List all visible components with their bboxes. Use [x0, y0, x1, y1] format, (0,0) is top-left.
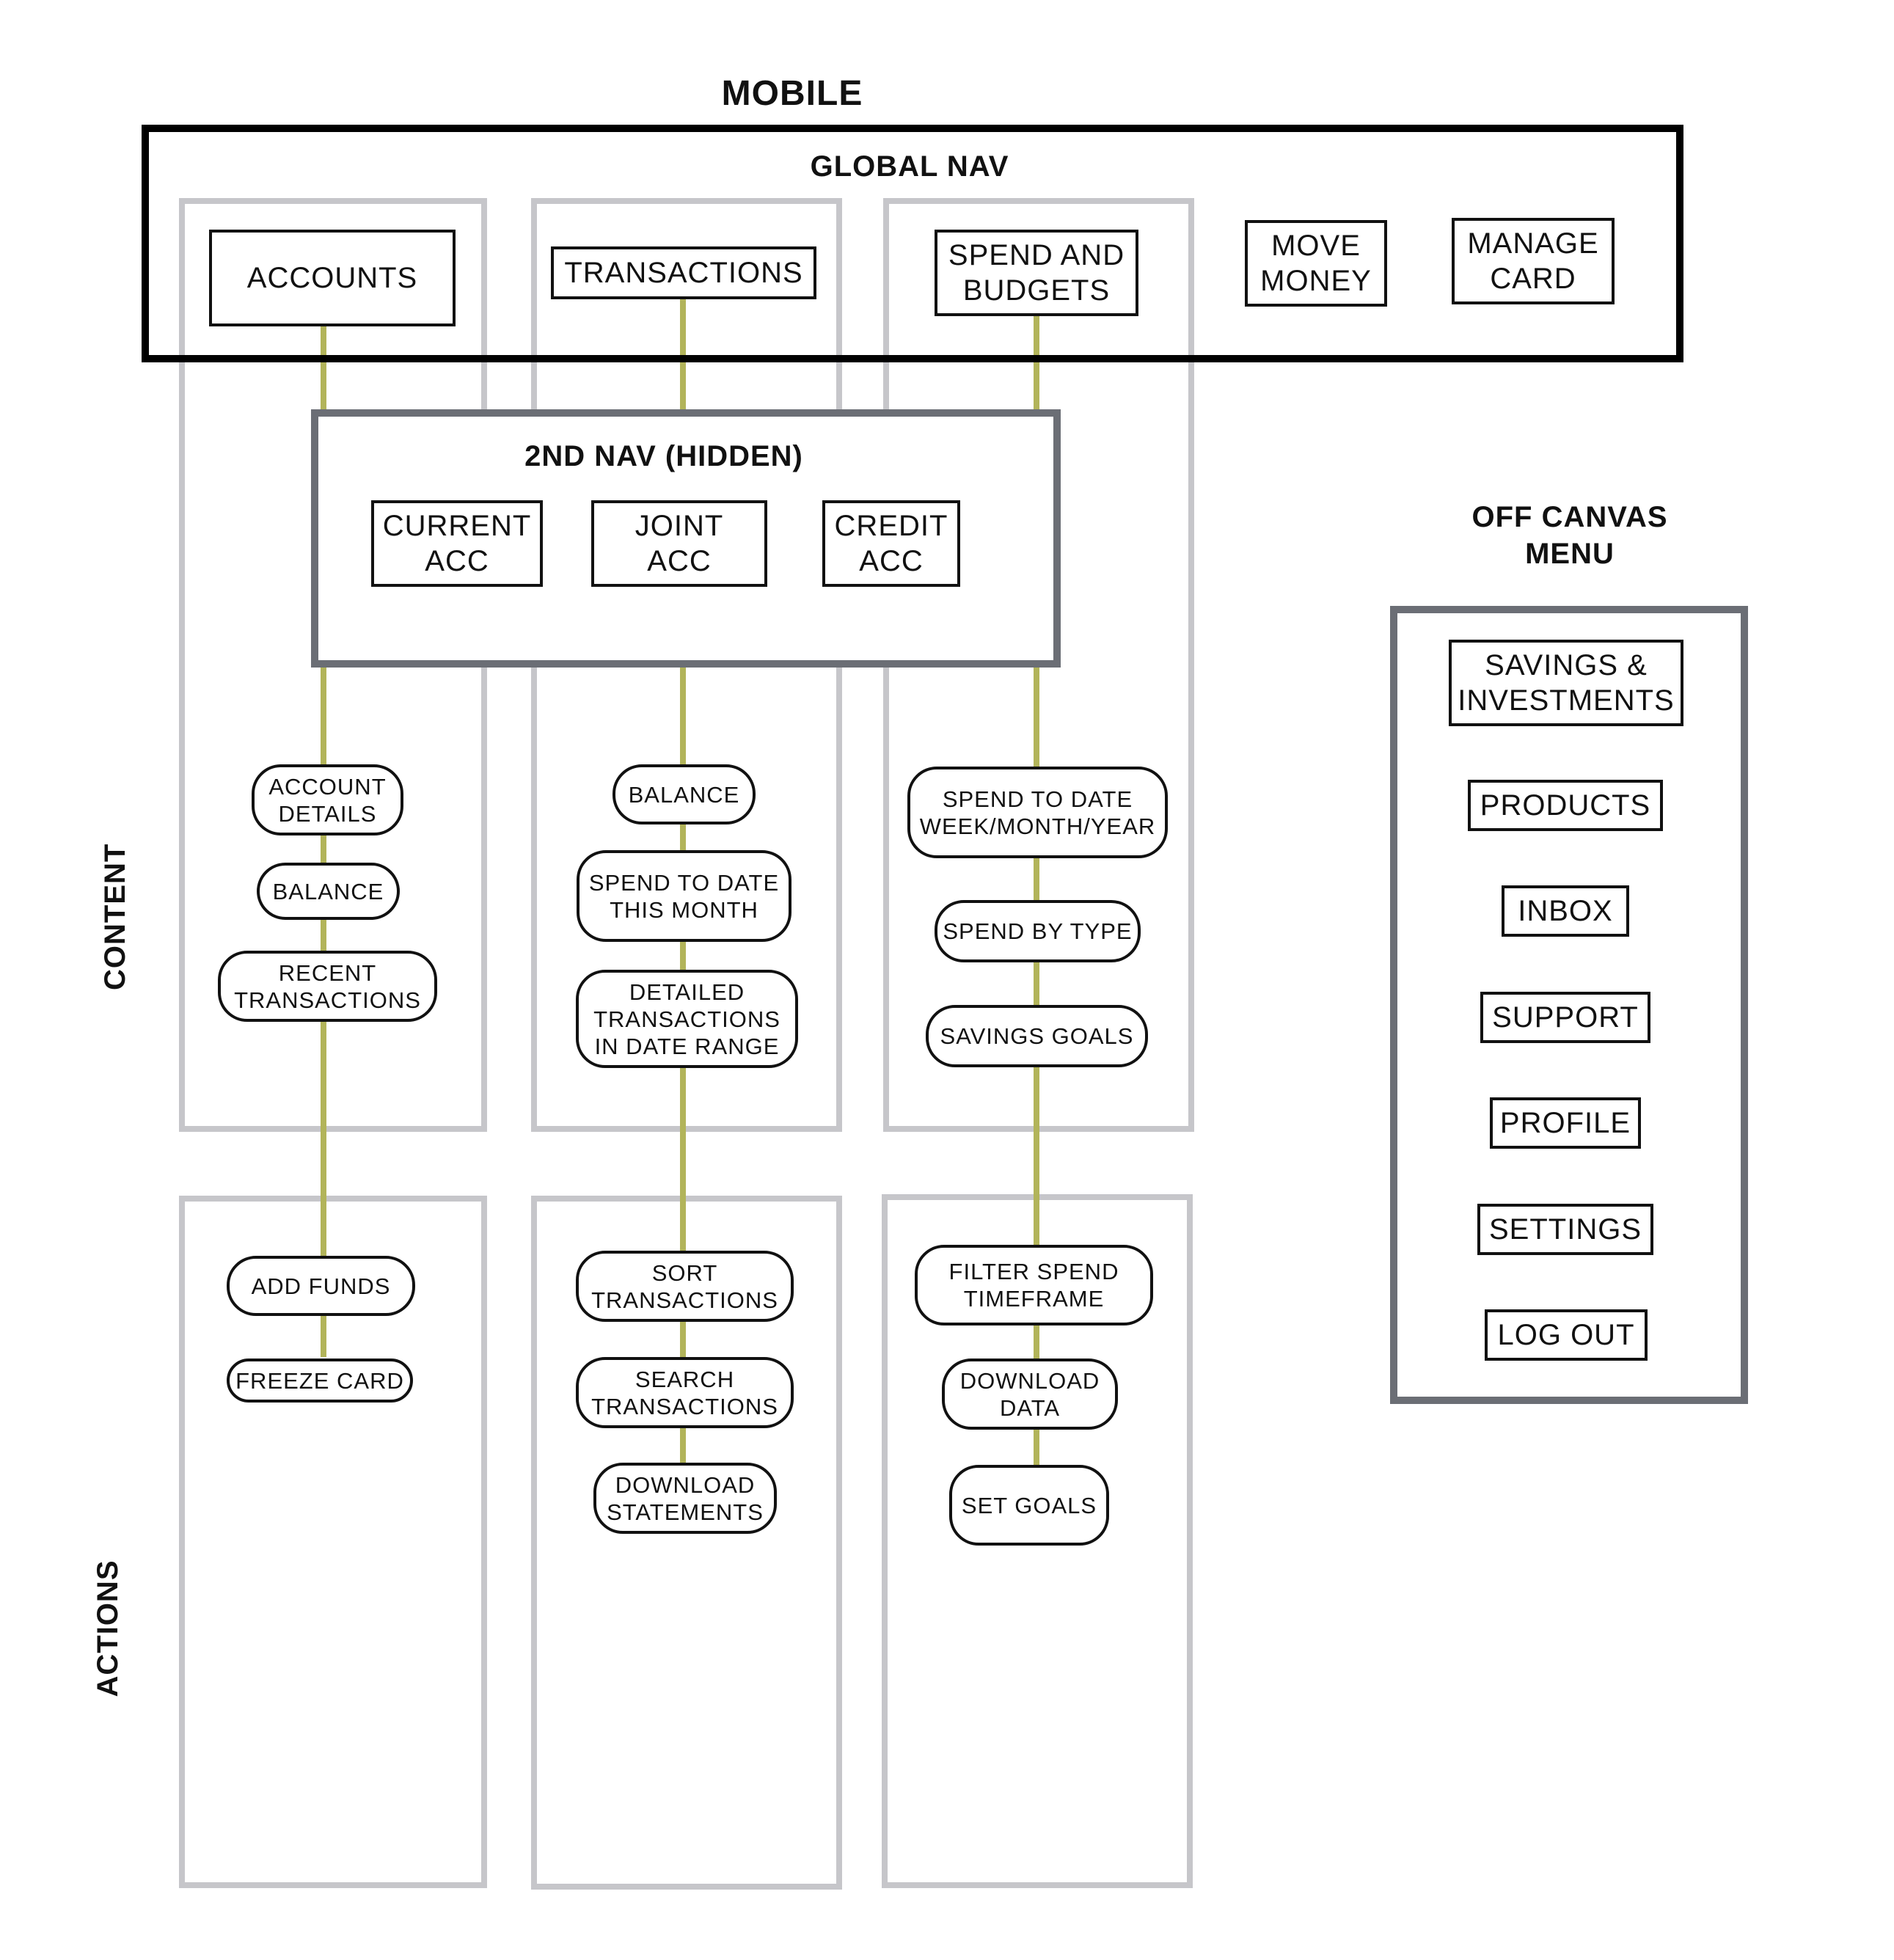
global-nav-frame [142, 125, 1683, 362]
nav-item-manage-card[interactable]: MANAGE CARD [1452, 218, 1615, 304]
set-goals-pill[interactable]: SET GOALS [949, 1465, 1109, 1546]
menu-item-products[interactable]: PRODUCTS [1468, 780, 1663, 831]
spend-by-type-pill[interactable]: SPEND BY TYPE [935, 900, 1141, 962]
balance-pill[interactable]: BALANCE [613, 764, 756, 824]
account-details-pill[interactable]: ACCOUNT DETAILS [252, 764, 403, 835]
nav-item-move-money[interactable]: MOVE MONEY [1245, 220, 1387, 307]
search-transactions-pill[interactable]: SEARCH TRANSACTIONS [576, 1357, 794, 1428]
sort-transactions-pill[interactable]: SORT TRANSACTIONS [576, 1251, 794, 1322]
download-data-pill[interactable]: DOWNLOAD DATA [942, 1359, 1118, 1430]
detailed-transactions-pill[interactable]: DETAILED TRANSACTIONS IN DATE RANGE [576, 970, 798, 1068]
menu-item-inbox[interactable]: INBOX [1502, 885, 1629, 937]
menu-item-settings[interactable]: SETTINGS [1477, 1204, 1653, 1255]
global-nav-label: GLOBAL NAV [810, 150, 1009, 183]
filter-spend-timeframe-pill[interactable]: FILTER SPEND TIMEFRAME [915, 1245, 1153, 1325]
accounts-actions-lane [179, 1196, 487, 1888]
balance-pill[interactable]: BALANCE [257, 863, 400, 920]
add-funds-pill[interactable]: ADD FUNDS [227, 1256, 415, 1316]
accounts-connector-line [321, 323, 326, 1357]
menu-item-profile[interactable]: PROFILE [1490, 1097, 1641, 1149]
off-canvas-menu-frame [1390, 606, 1748, 1404]
menu-item-support[interactable]: SUPPORT [1480, 992, 1650, 1043]
second-nav-current-acc[interactable]: CURRENT ACC [371, 500, 543, 587]
nav-item-transactions[interactable]: TRANSACTIONS [551, 246, 816, 299]
transactions-actions-lane [531, 1196, 842, 1890]
content-section-label: CONTENT [99, 843, 131, 990]
nav-item-spend-and-budgets[interactable]: SPEND AND BUDGETS [935, 230, 1138, 316]
spend-to-date-this-month-pill[interactable]: SPEND TO DATE THIS MONTH [577, 850, 791, 942]
menu-item-log-out[interactable]: LOG OUT [1485, 1309, 1648, 1361]
second-nav-credit-acc[interactable]: CREDIT ACC [822, 500, 960, 587]
second-nav-joint-acc[interactable]: JOINT ACC [591, 500, 767, 587]
download-statements-pill[interactable]: DOWNLOAD STATEMENTS [593, 1463, 777, 1534]
page-title: MOBILE [721, 74, 863, 113]
nav-item-accounts[interactable]: ACCOUNTS [209, 230, 456, 326]
menu-item-savings-investments[interactable]: SAVINGS & INVESTMENTS [1449, 640, 1683, 726]
savings-goals-pill[interactable]: SAVINGS GOALS [926, 1005, 1148, 1067]
second-nav-label: 2ND NAV (HIDDEN) [524, 440, 803, 472]
actions-section-label: ACTIONS [92, 1559, 124, 1697]
freeze-card-pill[interactable]: FREEZE CARD [227, 1359, 413, 1403]
spend-to-date-week-month-year-pill[interactable]: SPEND TO DATE WEEK/MONTH/YEAR [907, 767, 1168, 858]
off-canvas-menu-label: OFF CANVAS MENU [1471, 501, 1668, 570]
recent-transactions-pill[interactable]: RECENT TRANSACTIONS [218, 951, 437, 1022]
